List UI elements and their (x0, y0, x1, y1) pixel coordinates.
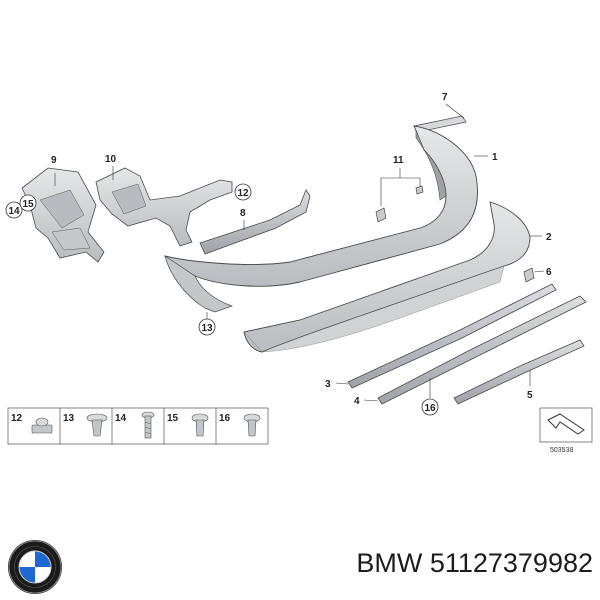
screw-icon (141, 411, 155, 439)
svg-text:1: 1 (492, 152, 498, 163)
callout-12: 12 (234, 183, 252, 201)
svg-text:2: 2 (546, 232, 552, 243)
svg-text:6: 6 (546, 267, 552, 278)
expanding-rivet-icon (86, 413, 108, 437)
callout-6: 6 (546, 267, 552, 278)
part-3-trim-strip (335, 283, 557, 389)
svg-text:16: 16 (219, 413, 231, 424)
callout-9: 9 (51, 155, 57, 166)
callout-13: 13 (198, 318, 216, 336)
part-5-trim-strip (453, 339, 585, 405)
part-9-side-bracket (21, 167, 105, 263)
svg-text:14: 14 (8, 206, 20, 217)
callout-1: 1 (492, 152, 498, 163)
svg-text:16: 16 (424, 403, 436, 414)
svg-text:15: 15 (22, 199, 34, 210)
svg-text:15: 15 (167, 413, 179, 424)
part-10-bracket (95, 166, 233, 247)
part-4-trim-strip (363, 295, 587, 405)
svg-text:503538: 503538 (550, 447, 573, 454)
fastener-legend: 12 13 14 15 (7, 407, 269, 445)
part-6-clip (523, 267, 545, 283)
part-number-caption: BMW 51127379982 (356, 548, 593, 578)
svg-text:12: 12 (237, 188, 249, 199)
orientation-box: 503538 (539, 407, 593, 454)
part-1-bumper-trim-panel (164, 125, 488, 287)
callout-7: 7 (442, 92, 448, 103)
legend-item-13: 13 (63, 413, 108, 437)
callout-4: 4 (354, 396, 360, 407)
expanding-rivet-icon (191, 413, 209, 437)
svg-text:14: 14 (115, 413, 127, 424)
expanding-rivet-icon (243, 413, 261, 437)
svg-text:5: 5 (527, 390, 533, 401)
legend-item-15: 15 (167, 413, 209, 437)
svg-text:11: 11 (393, 155, 404, 166)
clip-nut-icon (31, 417, 53, 434)
svg-text:9: 9 (51, 155, 57, 166)
bmw-logo (8, 540, 62, 594)
svg-text:8: 8 (240, 208, 246, 219)
callout-15: 15 (19, 194, 37, 212)
callout-3: 3 (325, 379, 331, 390)
callout-2: 2 (546, 232, 552, 243)
legend-item-12: 12 (11, 413, 53, 434)
callout-11: 11 (393, 155, 404, 166)
part-8-support-strip (199, 189, 311, 255)
callout-14: 14 (5, 201, 23, 219)
svg-text:7: 7 (442, 92, 448, 103)
svg-text:13: 13 (201, 323, 213, 334)
part-2-lower-bumper-cover (243, 201, 542, 353)
svg-text:13: 13 (63, 413, 75, 424)
legend-item-16: 16 (219, 413, 261, 437)
part-11-clips (375, 168, 424, 223)
svg-text:10: 10 (105, 154, 117, 165)
svg-text:3: 3 (325, 379, 331, 390)
svg-text:12: 12 (11, 413, 23, 424)
legend-item-14: 14 (115, 411, 155, 439)
callout-5: 5 (527, 390, 533, 401)
callout-16: 16 (421, 398, 439, 416)
callout-8: 8 (240, 208, 246, 219)
callout-10: 10 (105, 154, 117, 165)
direction-arrow-icon (547, 413, 585, 435)
svg-text:4: 4 (354, 396, 360, 407)
